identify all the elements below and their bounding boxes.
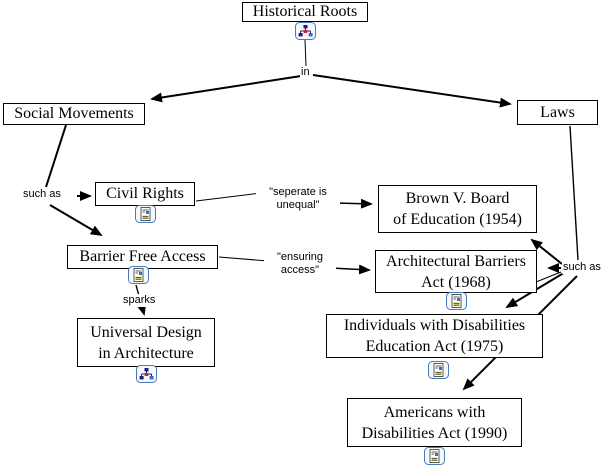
concept-node-ada-act[interactable]: Americans with Disabilities Act (1990): [347, 398, 522, 447]
link-label-in[interactable]: in: [300, 66, 311, 79]
concept-node-social-movements[interactable]: Social Movements: [3, 103, 145, 125]
document-icon[interactable]: [446, 292, 467, 310]
concept-node-universal-design[interactable]: Universal Design in Architecture: [77, 318, 215, 367]
document-icon[interactable]: [128, 266, 149, 284]
node-label: Brown V. Board: [405, 190, 510, 207]
document-icon[interactable]: [135, 205, 156, 223]
node-label: Barrier Free Access: [79, 248, 206, 265]
node-label: of Education (1954): [393, 211, 522, 228]
node-label: Social Movements: [14, 105, 134, 122]
link-label-such-as-right[interactable]: such as: [562, 261, 602, 274]
node-label: Disabilities Act (1990): [361, 424, 508, 442]
concept-node-barrier-free-access[interactable]: Barrier Free Access: [67, 245, 218, 269]
node-label: Individuals with Disabilities: [343, 317, 526, 334]
node-label: Civil Rights: [106, 185, 184, 202]
node-label: in Architecture: [98, 344, 194, 362]
document-icon[interactable]: [424, 447, 445, 465]
link-label-seperate-is-unequal[interactable]: "seperate is unequal": [256, 186, 340, 212]
node-label: Act (1968): [421, 273, 491, 291]
link-label-sparks[interactable]: sparks: [122, 294, 157, 307]
document-icon[interactable]: [428, 361, 449, 379]
link-label-ensuring-access[interactable]: "ensuring access": [264, 251, 336, 277]
concept-node-idea-act[interactable]: Individuals with Disabilities Education …: [326, 314, 543, 358]
concept-node-brown-v-board[interactable]: Brown V. Board of Education (1954): [378, 185, 537, 233]
concept-node-historical-roots[interactable]: Historical Roots: [242, 2, 368, 22]
node-label: Historical Roots: [252, 3, 358, 20]
concept-map-icon[interactable]: [295, 22, 316, 40]
concept-map-icon[interactable]: [136, 365, 157, 383]
node-label: Laws: [540, 103, 575, 121]
node-label: Universal Design: [90, 323, 202, 341]
node-label: Americans with: [383, 403, 486, 421]
concept-node-civil-rights[interactable]: Civil Rights: [95, 182, 195, 206]
node-label: Architectural Barriers: [386, 252, 526, 270]
link-label-such-as-left[interactable]: such as: [22, 188, 62, 201]
concept-node-laws[interactable]: Laws: [517, 100, 598, 125]
concept-node-architectural-barriers-act[interactable]: Architectural Barriers Act (1968): [375, 250, 537, 293]
node-label: Education Act (1975): [365, 338, 504, 355]
